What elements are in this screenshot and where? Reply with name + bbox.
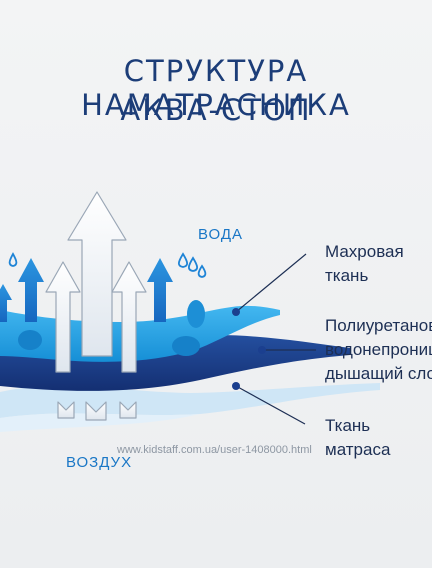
callout-label-line: дышащий слой bbox=[325, 364, 432, 383]
water-droplet bbox=[197, 264, 207, 278]
callout-label-line: Ткань bbox=[325, 416, 371, 435]
callout-label-line: Махровая bbox=[325, 242, 404, 261]
callout-label-line: матраса bbox=[325, 440, 391, 459]
water-droplet bbox=[187, 256, 199, 272]
callout-label-terry: Махровая ткань bbox=[325, 240, 404, 288]
callout-label-line: ткань bbox=[325, 266, 369, 285]
terry-loop bbox=[172, 336, 200, 356]
water-arrow bbox=[18, 258, 44, 322]
callout-dot-membrane bbox=[258, 346, 266, 354]
air-arrow bbox=[67, 191, 127, 357]
air-arrow-tail bbox=[85, 401, 107, 421]
terry-loop bbox=[187, 300, 205, 328]
air-caption: ВОЗДУХ bbox=[66, 454, 133, 471]
water-arrow bbox=[147, 258, 173, 322]
terry-loop bbox=[18, 330, 42, 350]
title-line-2: АКВА-СТОП bbox=[120, 93, 312, 127]
callout-dot-mattress bbox=[232, 382, 240, 390]
callout-label-mattress: Ткань матраса bbox=[325, 414, 390, 462]
watermark: www.kidstaff.com.ua/user-1408000.html bbox=[117, 444, 312, 456]
air-arrow bbox=[45, 261, 81, 373]
air-arrow-tail bbox=[57, 401, 75, 419]
callout-label-line: водонепроницаемая bbox=[325, 340, 432, 359]
title-line-1: СТРУКТУРА НАМАТРАСНИКА bbox=[81, 54, 351, 122]
water-caption: ВОДА bbox=[198, 226, 244, 243]
mattress-fabric-layer-fade bbox=[0, 413, 200, 432]
callout-label-membrane: Полиуретановая водонепроницаемая дышащий… bbox=[325, 314, 432, 386]
air-arrow-tail bbox=[119, 401, 137, 419]
water-droplet bbox=[8, 252, 18, 267]
mattress-fabric-layer bbox=[0, 383, 380, 418]
water-arrow bbox=[0, 284, 12, 322]
air-arrow bbox=[111, 261, 147, 373]
callout-line-mattress bbox=[235, 385, 306, 425]
callout-dot-terry bbox=[232, 308, 240, 316]
water-droplet bbox=[177, 252, 189, 268]
callout-label-line: Полиуретановая bbox=[325, 316, 432, 335]
callout-line-terry bbox=[235, 253, 307, 313]
